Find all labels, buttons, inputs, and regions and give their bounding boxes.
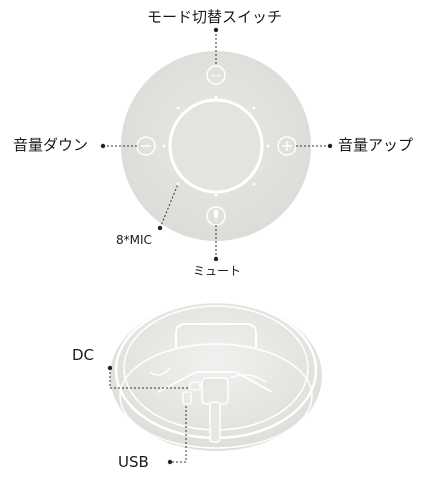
mode-switch-label: モード切替スイッチ (147, 8, 283, 26)
stand-top-bracket (175, 323, 257, 348)
mic-hole (162, 144, 166, 148)
mic-hole (266, 144, 270, 148)
dc-leader-line (109, 368, 188, 389)
mic-hole (214, 95, 218, 99)
leader-lines-bottom (109, 368, 188, 463)
mic-icon (214, 210, 218, 218)
volume-up-label: 音量アップ (338, 136, 414, 154)
stand-connector (201, 377, 229, 405)
mic-holes (162, 95, 270, 197)
leader-dots-bottom (107, 365, 173, 465)
speaker-top-view: MODE (121, 51, 311, 241)
center-light-ring (168, 98, 264, 194)
usb-leader-line (170, 406, 187, 463)
dc-port (189, 381, 201, 391)
usb-port (182, 391, 192, 405)
mic-label: 8*MIC (116, 233, 152, 247)
mic-hole (176, 182, 180, 186)
mic-hole (176, 106, 180, 110)
mute-label: ミュート (193, 264, 242, 278)
center-touch-area (172, 102, 260, 190)
mic-hole (214, 193, 218, 197)
mic-hole (252, 106, 256, 110)
mode-button: MODE (206, 65, 226, 85)
usb-label: USB (118, 453, 149, 471)
speaker-bottom-view (110, 300, 322, 451)
speaker-bottom-body (110, 301, 322, 451)
volume-down-label: 音量ダウン (13, 136, 89, 154)
mic-hole (252, 182, 256, 186)
mode-button-text: MODE (211, 74, 222, 78)
dc-label: DC (72, 346, 95, 364)
leader-lines-top (103, 30, 330, 259)
leader-dots-top (100, 27, 333, 262)
stand-cable-channel (209, 401, 221, 443)
stand-base-line (157, 371, 273, 393)
